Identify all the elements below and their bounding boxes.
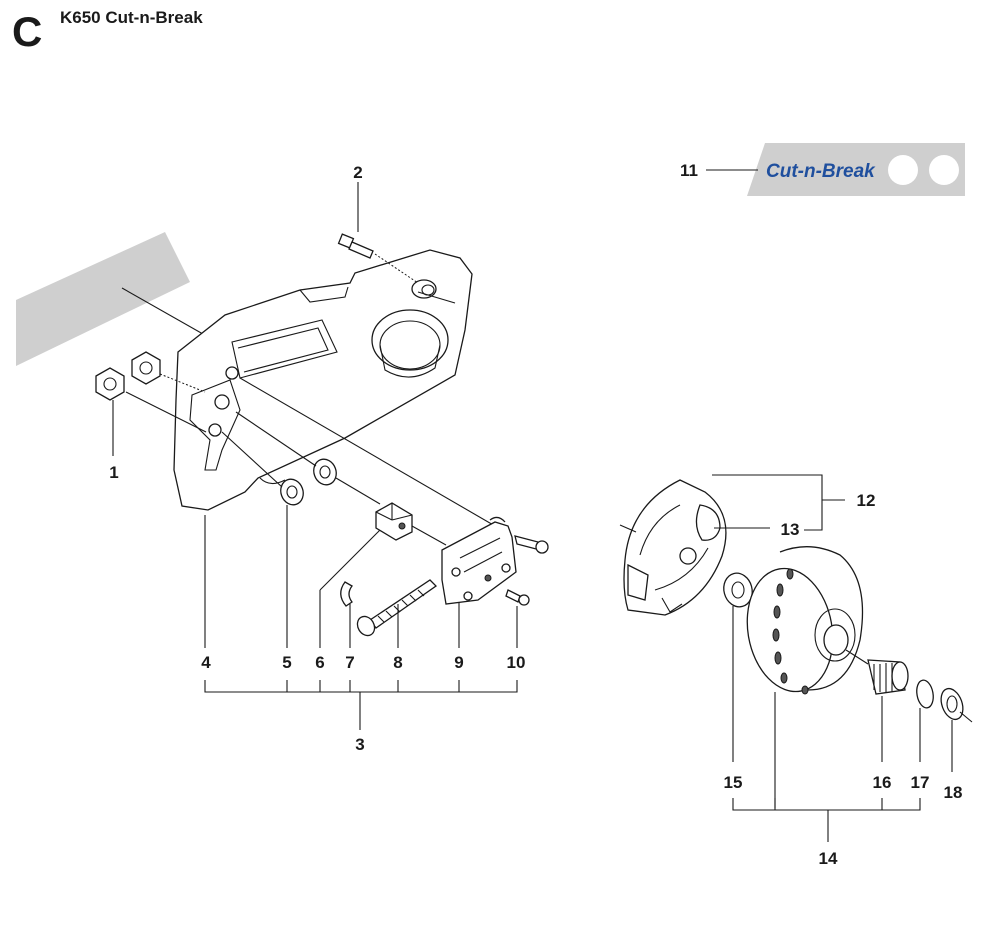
part-5-washers: [221, 411, 381, 506]
part-8-adjust-screw: [356, 579, 438, 648]
part-18-washer: [940, 687, 973, 772]
callout-12: 12: [857, 491, 876, 510]
decal-text: Cut-n-Break: [766, 161, 876, 182]
backing-sheet: [16, 232, 211, 366]
callout-6: 6: [315, 653, 324, 672]
part-9-bracket: [441, 516, 517, 605]
part-17-ring: [916, 679, 934, 762]
callout-15: 15: [724, 773, 743, 792]
part-7-clip: [340, 581, 353, 648]
page-title: K650 Cut-n-Break: [60, 8, 203, 27]
part-6-block: [375, 502, 447, 546]
part-12-clutch: [619, 479, 727, 616]
callout-9: 9: [454, 653, 463, 672]
callout-11: 11: [680, 161, 698, 180]
part-2-bolt: [337, 182, 419, 284]
callout-8: 8: [393, 653, 402, 672]
part-10-screws: [505, 535, 549, 648]
callout-13: 13: [781, 520, 800, 539]
callout-10: 10: [507, 653, 526, 672]
part-11-decal: Cut-n-Break: [706, 143, 965, 196]
callout-5: 5: [282, 653, 291, 672]
callout-2: 2: [353, 163, 362, 182]
callout-16: 16: [873, 773, 892, 792]
section-letter: C: [12, 8, 43, 55]
decal-circle-right: [929, 155, 959, 185]
cover-housing: [173, 249, 473, 511]
part-16-bearing: [845, 649, 909, 762]
callout-14: 14: [819, 849, 838, 868]
callout-3: 3: [355, 735, 364, 754]
callout-4: 4: [201, 653, 211, 672]
decal-circle-left: [888, 155, 918, 185]
part-1-nuts: [95, 351, 207, 456]
part-15-washer: [723, 572, 753, 762]
callout-1: 1: [109, 463, 118, 482]
part-14-drum: [746, 546, 864, 808]
callout-18: 18: [944, 783, 963, 802]
callout-17: 17: [911, 773, 930, 792]
callout-7: 7: [345, 653, 354, 672]
